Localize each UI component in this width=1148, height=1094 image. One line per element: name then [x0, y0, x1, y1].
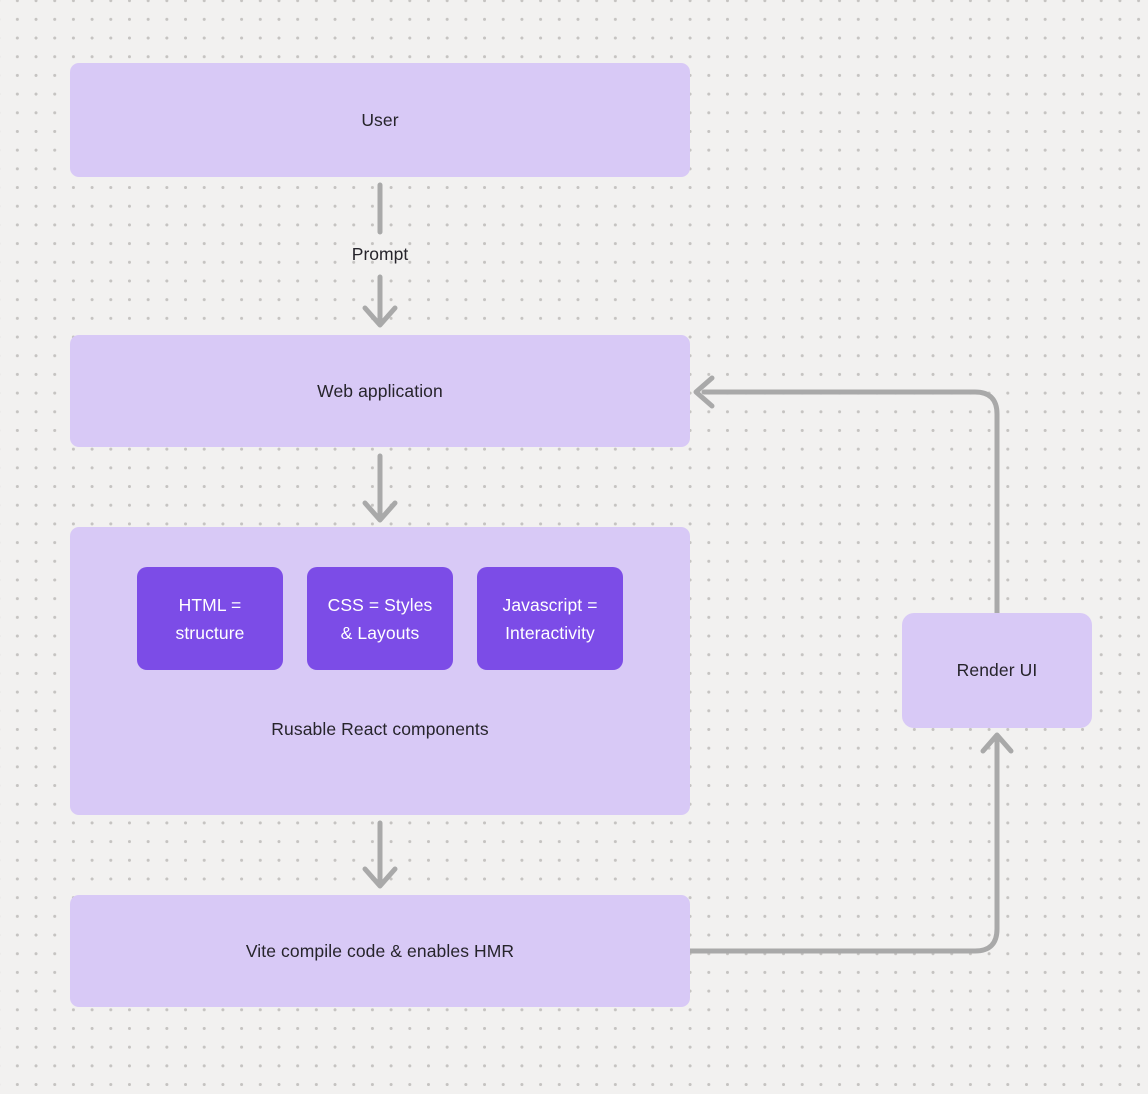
node-html-line-2: structure: [175, 622, 245, 643]
node-javascript-line-1: Javascript =: [502, 594, 598, 615]
node-css-styles: CSS = Styles & Layouts: [307, 567, 453, 670]
node-html-line-1: HTML =: [178, 594, 242, 615]
edge-label-prompt: Prompt: [351, 244, 409, 264]
edge-web-to-group-arrowhead: [362, 500, 398, 523]
edge-vite-to-render-shaft: [687, 738, 1000, 954]
node-css-line-1: CSS = Styles: [327, 594, 433, 615]
edge-group-to-vite-arrowhead: [362, 866, 398, 889]
edge-render-to-web-shaft: [701, 389, 1000, 616]
node-vite: Vite compile code & enables HMR: [70, 895, 690, 1007]
node-html-structure: HTML = structure: [137, 567, 283, 670]
node-javascript-line-2: Interactivity: [505, 622, 595, 643]
components-group-caption: Rusable React components: [271, 719, 489, 739]
node-user: User: [70, 63, 690, 177]
edge-prompt-to-web-arrowhead: [362, 305, 398, 328]
node-javascript-interactivity: Javascript = Interactivity: [477, 567, 623, 670]
edge-render-to-web-arrowhead: [693, 375, 715, 409]
node-css-line-2: & Layouts: [340, 622, 420, 643]
node-web-application: Web application: [70, 335, 690, 447]
node-components-group: HTML = structure CSS = Styles & Layouts …: [70, 527, 690, 815]
node-render-ui: Render UI: [902, 613, 1092, 728]
edge-vite-to-render-arrowhead: [980, 732, 1014, 754]
